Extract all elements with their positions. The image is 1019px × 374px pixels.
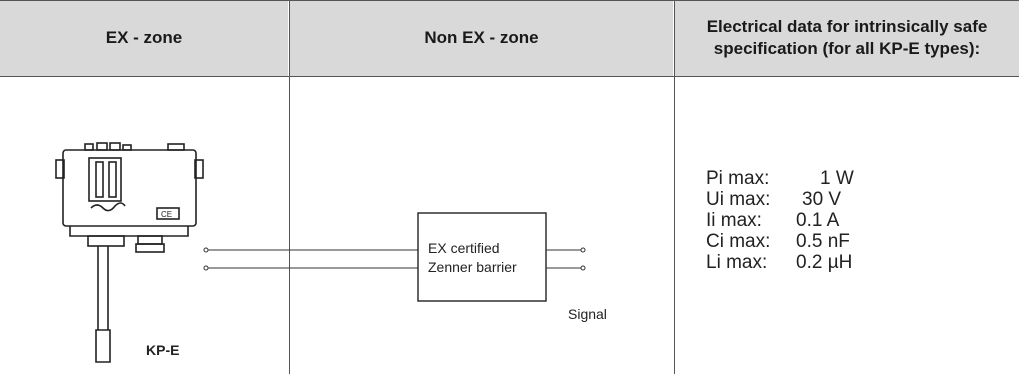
column-divider-1	[289, 0, 290, 374]
column-divider-2	[674, 0, 675, 374]
barrier-label-line2: Zenner barrier	[428, 259, 517, 275]
svg-text:CE: CE	[161, 210, 172, 219]
spec-value: 30 V	[802, 189, 842, 210]
spec-row: Ii max: 0.1 A	[706, 210, 900, 231]
header-non-ex-zone-label: Non EX - zone	[424, 28, 539, 47]
spec-label: Ii max:	[706, 210, 762, 231]
ce-mark-icon: CE	[161, 210, 172, 219]
barrier-label-line1: EX certified	[428, 240, 500, 256]
spec-value: 0.5 nF	[796, 231, 850, 252]
spec-row: Ci max: 0.5 nF	[706, 231, 900, 252]
spec-row: Li max: 0.2 µH	[706, 252, 900, 273]
signal-wires	[203, 212, 586, 302]
header-non-ex-zone: Non EX - zone	[290, 0, 673, 76]
spec-label: Pi max:	[706, 168, 770, 189]
header-electrical-data: Electrical data for intrinsically safe s…	[675, 0, 1019, 76]
header-divider	[0, 76, 1019, 77]
spec-value: 1 W	[820, 168, 854, 189]
spec-row: Ui max: 30 V	[706, 189, 900, 210]
header-ex-zone: EX - zone	[0, 0, 288, 76]
kp-e-device-icon	[55, 142, 204, 363]
signal-label: Signal	[568, 306, 607, 322]
spec-value: 0.2 µH	[796, 252, 853, 273]
header-ex-zone-label: EX - zone	[105, 28, 183, 47]
electrical-spec-list: Pi max: 1 W Ui max: 30 V Ii max: 0.1 A C…	[706, 168, 900, 273]
device-label: KP-E	[146, 342, 180, 358]
top-border	[0, 0, 1019, 1]
spec-row: Pi max: 1 W	[706, 168, 900, 189]
spec-label: Li max:	[706, 252, 768, 273]
spec-value: 0.1 A	[796, 210, 840, 231]
header-electrical-data-label: Electrical data for intrinsically safe s…	[706, 17, 988, 58]
spec-label: Ui max:	[706, 189, 771, 210]
spec-label: Ci max:	[706, 231, 771, 252]
